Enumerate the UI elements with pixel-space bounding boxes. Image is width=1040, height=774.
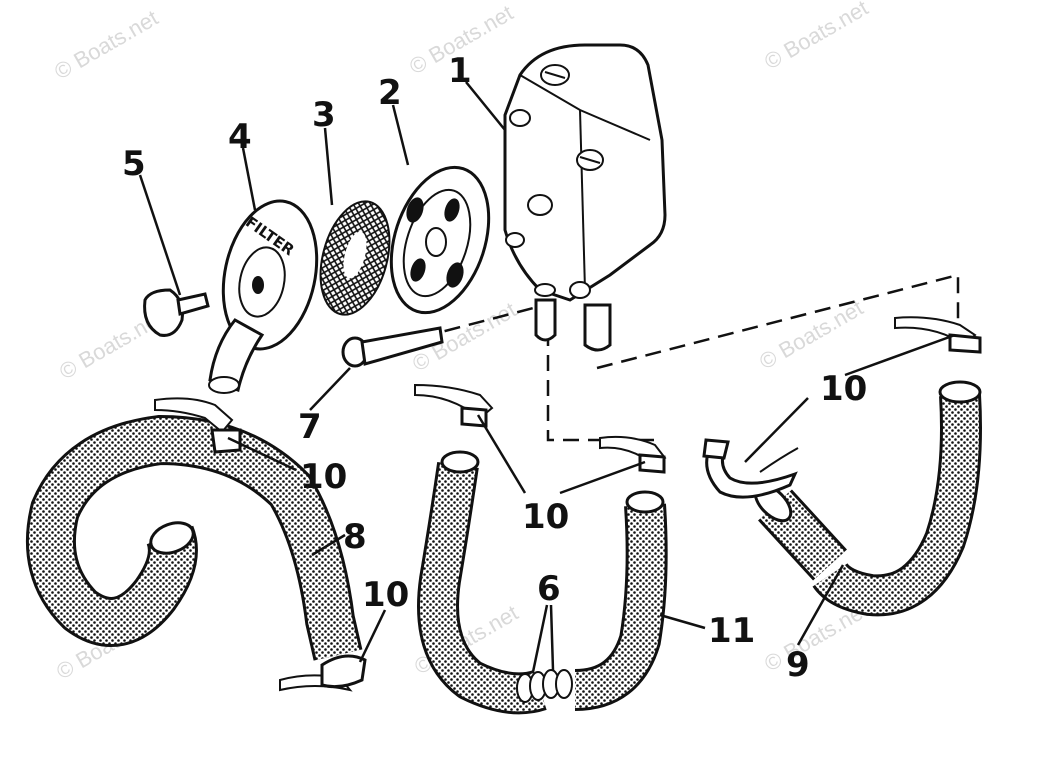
leader-7 <box>309 367 351 411</box>
clamp-bottom-left <box>279 654 367 692</box>
spring-coil <box>516 669 573 703</box>
callout-10b: 10 <box>522 497 569 537</box>
long-screw <box>341 326 444 368</box>
callout-3: 3 <box>312 95 336 135</box>
callout-9: 9 <box>786 645 810 685</box>
leader-4 <box>241 147 257 211</box>
watermark-3: © Boats.net <box>760 0 872 74</box>
callout-10c: 10 <box>362 575 409 615</box>
leader-1 <box>465 81 506 131</box>
leader-9 <box>796 564 845 646</box>
callout-labels: 1 2 3 4 5 7 10 10 10 10 8 6 11 9 <box>122 51 867 685</box>
callout-8: 8 <box>343 517 367 557</box>
leader-10b-1 <box>476 414 527 494</box>
clamp-right-top <box>894 316 982 354</box>
leader-10a <box>227 436 297 472</box>
clamp-center-right <box>599 435 667 474</box>
clamp-right-open <box>702 438 799 499</box>
watermark-6: © Boats.net <box>755 295 867 374</box>
callout-10d: 10 <box>820 369 867 409</box>
leader-8 <box>311 533 346 557</box>
callout-2: 2 <box>378 73 402 113</box>
hose-j-shape <box>812 380 982 617</box>
filter-screen <box>319 200 391 316</box>
leader-11 <box>659 613 706 630</box>
leader-5 <box>138 174 182 296</box>
hose-clamps <box>154 316 982 692</box>
leader-2 <box>391 104 410 166</box>
callout-4: 4 <box>228 117 252 157</box>
thumb-screw <box>143 288 210 337</box>
leader-10c <box>358 609 387 663</box>
leader-10b-2 <box>559 460 646 495</box>
filter-cover: FILTER <box>208 199 319 394</box>
leader-10d-1 <box>844 333 956 377</box>
leader-3 <box>323 127 334 206</box>
leader-lines <box>138 81 956 673</box>
clamp-left <box>154 397 242 454</box>
leader-6a <box>531 604 549 673</box>
leader-10d-2 <box>744 397 809 463</box>
callout-5: 5 <box>122 144 146 184</box>
callout-11: 11 <box>708 611 755 651</box>
callout-1: 1 <box>448 51 472 91</box>
callout-7: 7 <box>298 407 322 447</box>
callout-10a: 10 <box>300 457 347 497</box>
fuel-pump-body <box>503 43 667 352</box>
hose-large-loop <box>25 414 363 661</box>
watermark-1: © Boats.net <box>50 5 162 84</box>
filter-plate <box>389 165 491 315</box>
hose-u-shape <box>417 450 668 715</box>
leader-6b <box>549 604 555 671</box>
callout-6: 6 <box>537 569 561 609</box>
